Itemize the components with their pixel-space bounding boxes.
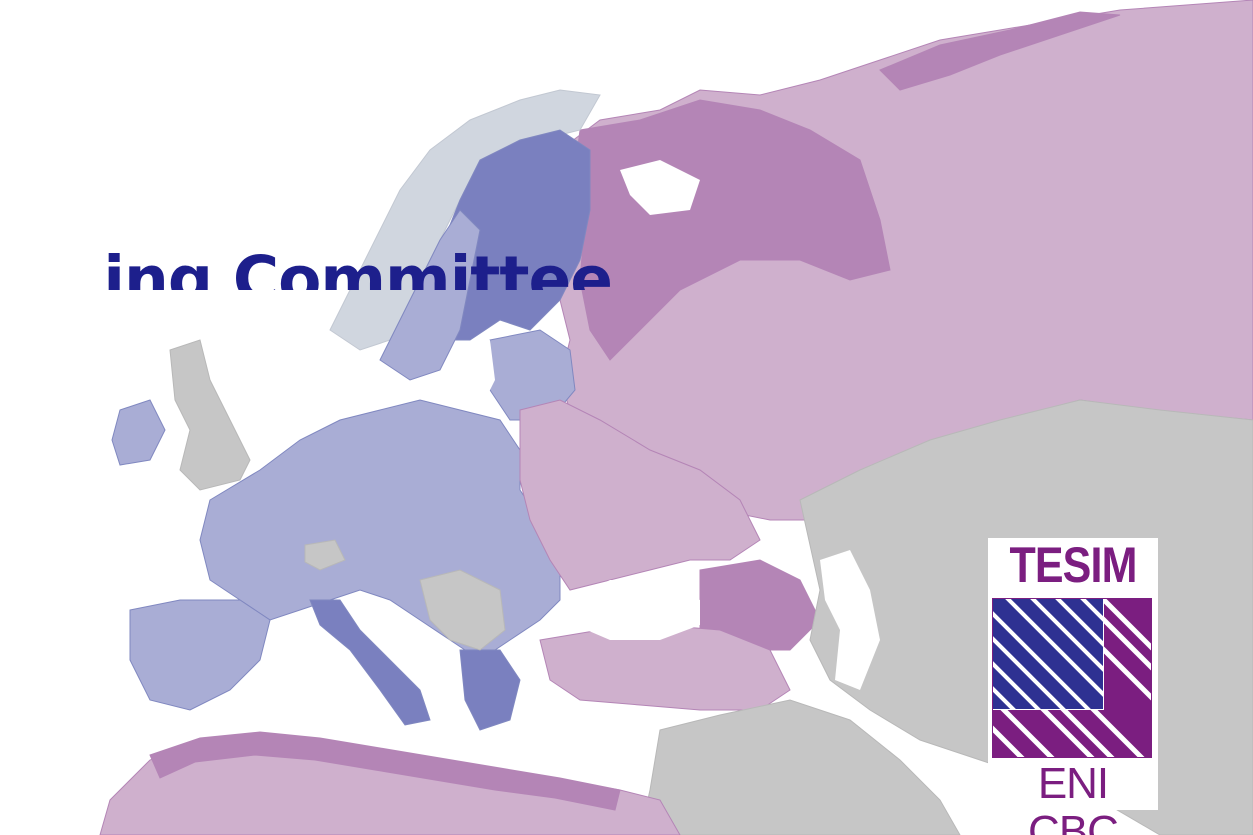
logo-striped-mark-icon	[992, 598, 1152, 758]
map-sea-caspian	[820, 550, 880, 690]
map-region-greece	[459, 649, 521, 731]
map-region-italy	[309, 599, 431, 726]
map-sea-baltic	[450, 340, 495, 410]
map-region-ireland	[111, 399, 166, 466]
map-sea-white-sea	[620, 160, 700, 215]
map-region-switzerland	[304, 539, 346, 571]
map-region-north-africa-coast	[149, 731, 621, 811]
title-clip: ing Committee	[0, 200, 640, 290]
map-region-balkans	[419, 569, 506, 651]
map-region-sweden	[379, 209, 481, 381]
map-region-iberia	[129, 599, 271, 711]
map-region-novaya-zemlya	[879, 11, 1121, 91]
logo-wordmark: TESIM	[1009, 537, 1137, 593]
map-region-eastern-partnership	[519, 399, 761, 591]
map-region-uk	[169, 339, 251, 491]
tesim-logo: TESIM	[988, 537, 1158, 835]
logo-subtitle: ENI CBC	[1028, 759, 1119, 835]
slide-title: ing Committee	[103, 243, 613, 290]
map-sea-black-sea	[570, 580, 700, 640]
